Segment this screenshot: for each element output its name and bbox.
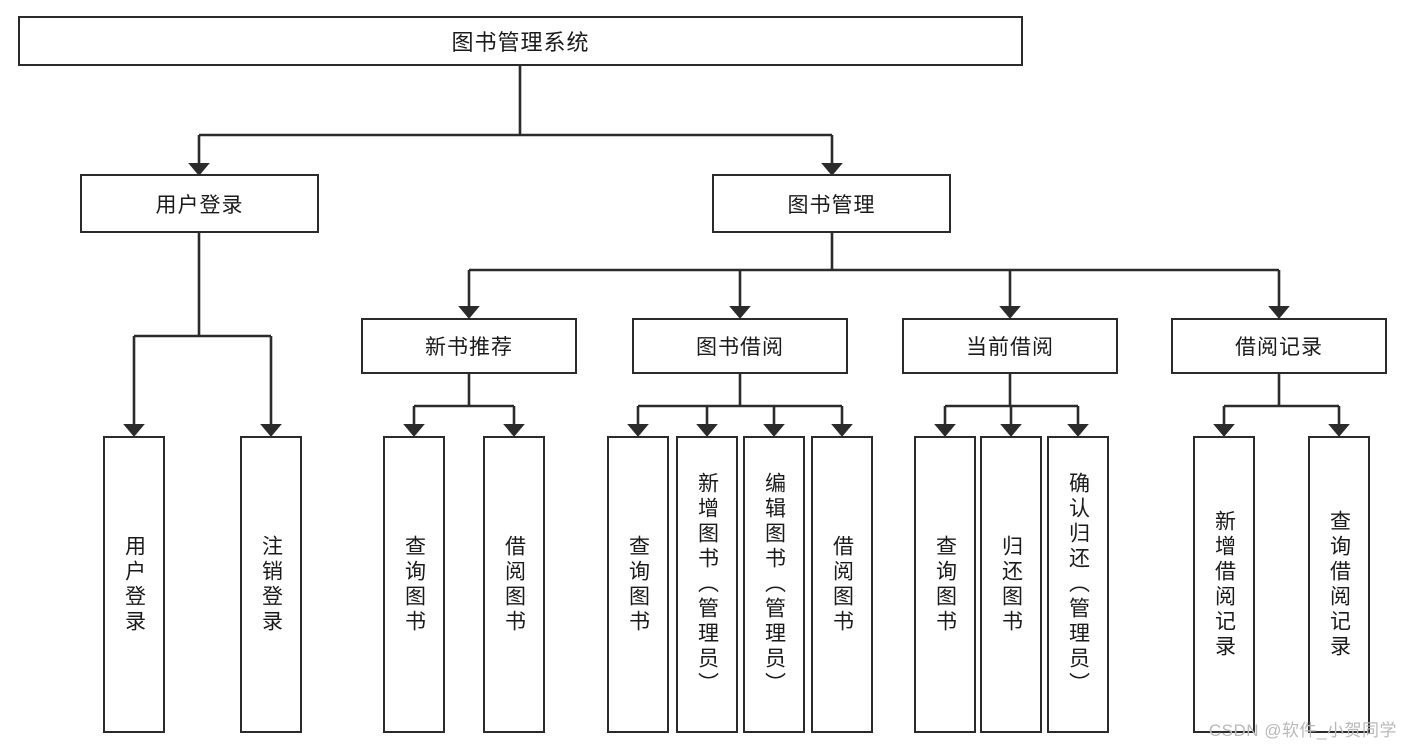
leaf-current-return-book[interactable]: 归还图书 xyxy=(980,436,1042,733)
node-label: 用户登录 xyxy=(155,193,244,217)
node-label: 用户登录 xyxy=(122,534,146,635)
node-label: 归还图书 xyxy=(999,534,1023,635)
node-new-book-recommend[interactable]: 新书推荐 xyxy=(361,318,577,374)
node-label: 借阅图书 xyxy=(502,534,526,635)
node-label: 借阅记录 xyxy=(1235,336,1323,359)
node-label: 新增图书（管理员） xyxy=(695,472,719,697)
node-label: 新增借阅记录 xyxy=(1212,509,1236,660)
leaf-borrow-query-book[interactable]: 查询图书 xyxy=(607,436,669,733)
node-current-borrow[interactable]: 当前借阅 xyxy=(902,318,1118,374)
node-label: 查询借阅记录 xyxy=(1327,509,1351,660)
leaf-current-query-book[interactable]: 查询图书 xyxy=(914,436,976,733)
node-borrow-record[interactable]: 借阅记录 xyxy=(1171,318,1387,374)
node-user-login[interactable]: 用户登录 xyxy=(80,174,319,233)
node-label: 新书推荐 xyxy=(425,336,513,359)
leaf-record-add-record[interactable]: 新增借阅记录 xyxy=(1193,436,1255,733)
leaf-recommend-borrow-book[interactable]: 借阅图书 xyxy=(483,436,545,733)
node-label: 确认归还（管理员） xyxy=(1066,472,1090,697)
node-label: 图书管理 xyxy=(787,193,876,217)
node-root-book-management-system[interactable]: 图书管理系统 xyxy=(18,16,1023,66)
leaf-user-login-logout[interactable]: 注销登录 xyxy=(240,436,302,733)
node-book-borrow[interactable]: 图书借阅 xyxy=(632,318,848,374)
node-label: 编辑图书（管理员） xyxy=(762,472,786,697)
node-label: 图书管理系统 xyxy=(451,30,590,55)
node-book-management[interactable]: 图书管理 xyxy=(712,174,951,233)
leaf-recommend-query-book[interactable]: 查询图书 xyxy=(383,436,445,733)
node-label: 借阅图书 xyxy=(830,534,854,635)
leaf-current-confirm-return-admin[interactable]: 确认归还（管理员） xyxy=(1047,436,1109,733)
node-label: 注销登录 xyxy=(259,534,283,635)
leaf-borrow-edit-book-admin[interactable]: 编辑图书（管理员） xyxy=(743,436,805,733)
leaf-borrow-borrow-book[interactable]: 借阅图书 xyxy=(811,436,873,733)
leaf-record-query-record[interactable]: 查询借阅记录 xyxy=(1308,436,1370,733)
node-label: 当前借阅 xyxy=(966,336,1054,359)
leaf-borrow-add-book-admin[interactable]: 新增图书（管理员） xyxy=(676,436,738,733)
node-label: 查询图书 xyxy=(933,534,957,635)
node-label: 图书借阅 xyxy=(696,336,784,359)
watermark: CSDN @软件_小贺同学 xyxy=(1208,721,1397,740)
leaf-user-login-login[interactable]: 用户登录 xyxy=(103,436,165,733)
node-label: 查询图书 xyxy=(626,534,650,635)
node-label: 查询图书 xyxy=(402,534,426,635)
